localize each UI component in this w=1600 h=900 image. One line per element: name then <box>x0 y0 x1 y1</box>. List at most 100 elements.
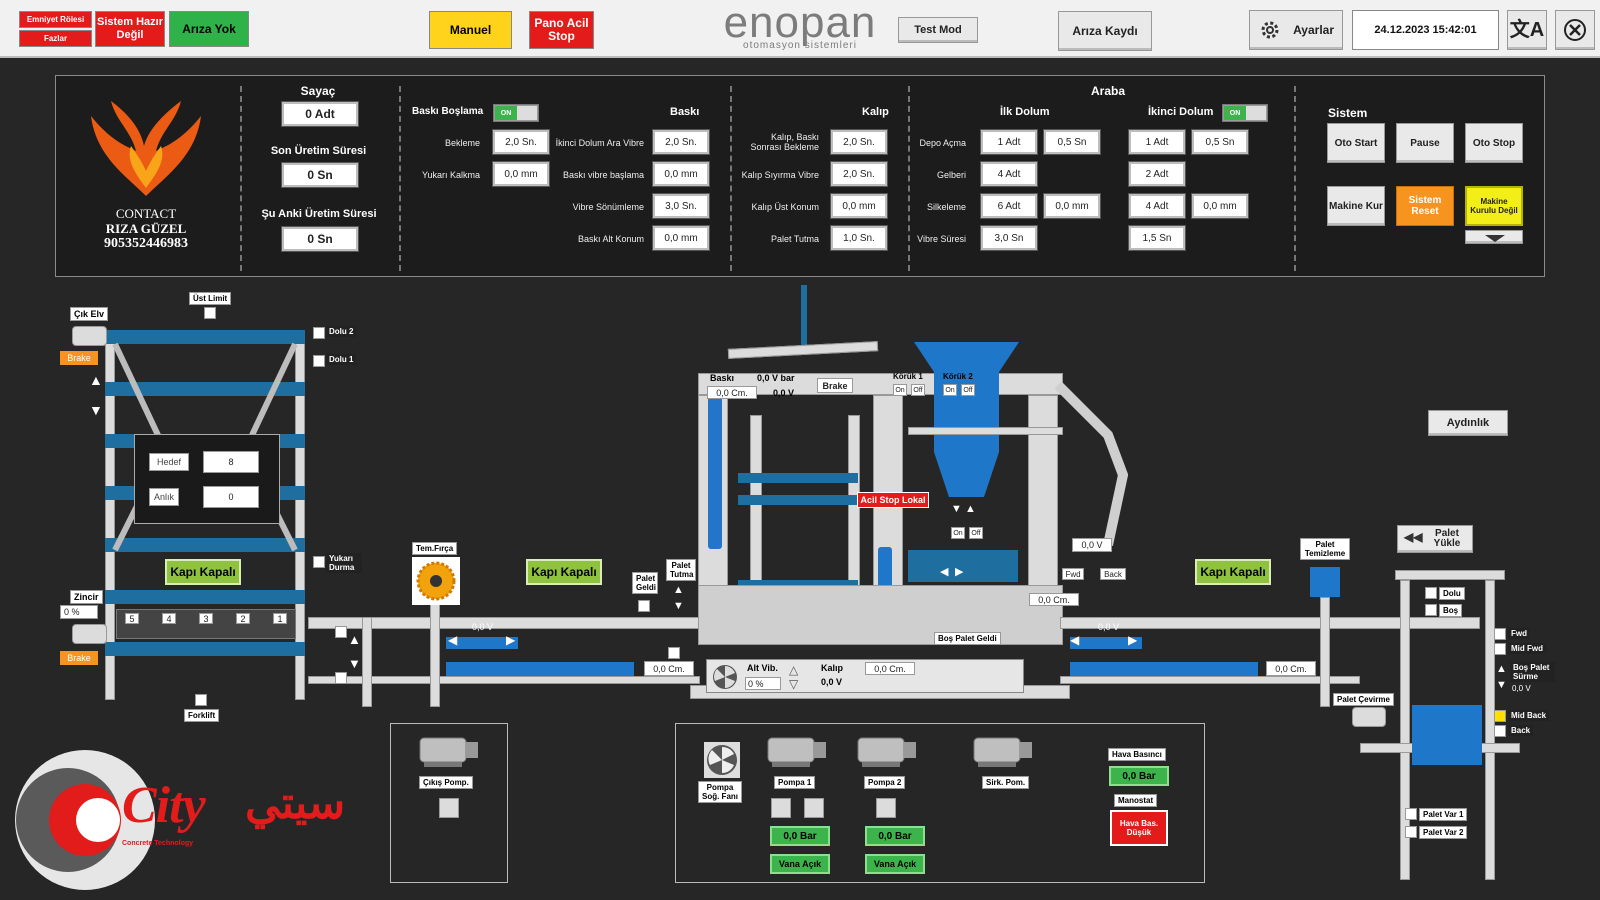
panel-divider <box>240 86 242 271</box>
city-logo: City سيتي Concrete Technology <box>10 748 350 893</box>
arm-voltage: 0,0 V <box>1072 538 1112 552</box>
vibre-sonumleme-input[interactable]: 3,0 Sn. <box>652 193 710 219</box>
depo-ikinci-sure[interactable]: 0,5 Sn <box>1191 129 1249 155</box>
yukari-kalkma-label: Yukarı Kalkma <box>421 170 480 180</box>
down-arrow-icon[interactable]: ▼ <box>673 600 684 612</box>
hava-basinci-bar: 0,0 Bar <box>1109 766 1169 786</box>
valve-icon <box>439 798 459 818</box>
right-arrow-icon[interactable]: ▶ <box>1128 633 1138 647</box>
baski-vibre-baslama-label: Baskı vibre başlama <box>562 170 644 180</box>
support-leg <box>1320 597 1330 707</box>
hedef-box: Hedef 8 Anlık 0 <box>134 434 280 524</box>
gelberi-ilk[interactable]: 4 Adt <box>980 161 1038 187</box>
down-arrow-icon[interactable]: ▼ <box>89 402 103 418</box>
ariza-kaydi-button[interactable]: Arıza Kaydı <box>1058 11 1152 51</box>
close-button[interactable] <box>1555 10 1595 50</box>
slot-3: 3 <box>199 613 213 624</box>
palet-yukle-button[interactable]: ◀◀ Palet Yükle <box>1397 525 1473 553</box>
test-mod-button[interactable]: Test Mod <box>898 17 978 43</box>
contact-title: CONTACT <box>115 206 177 221</box>
down-arrow-icon[interactable]: ▼ <box>348 656 361 671</box>
baski-alt-konum-input[interactable]: 0,0 mm <box>652 225 710 251</box>
ikinci-dolum-toggle[interactable]: ON <box>1222 104 1268 122</box>
hopper-off-button[interactable]: Off <box>969 527 983 539</box>
koruk2-label: Körük 2 <box>943 372 973 381</box>
valve-icon <box>771 798 791 818</box>
fan-icon <box>704 742 740 778</box>
yukari-kalkma-input[interactable]: 0,0 mm <box>492 161 550 187</box>
bekleme-input[interactable]: 2,0 Sn. <box>492 129 550 155</box>
palet-temizleme-unit <box>1310 567 1340 597</box>
mid-fwd-sensor <box>1494 643 1506 655</box>
gelberi-ikinci[interactable]: 2 Adt <box>1128 161 1186 187</box>
translate-icon: 文A <box>1509 18 1545 41</box>
mid-fwd-label: Mid Fwd <box>1508 643 1546 654</box>
depo-ilk-adet[interactable]: 1 Adt <box>980 129 1038 155</box>
manuel-mode-button[interactable]: Manuel <box>429 11 512 49</box>
left-arrow-icon[interactable]: ◀ <box>940 566 949 578</box>
oto-start-button[interactable]: Oto Start <box>1327 123 1385 163</box>
up-arrow-icon[interactable]: △ <box>789 663 799 677</box>
koruk2-off-button[interactable]: Off <box>961 384 975 396</box>
makine-kur-button[interactable]: Makine Kur <box>1327 186 1385 226</box>
silkeleme-ikinci-mm[interactable]: 0,0 mm <box>1191 193 1249 219</box>
language-button[interactable]: 文A <box>1507 10 1547 50</box>
sistem-reset-button[interactable]: Sistem Reset <box>1396 186 1454 226</box>
anlik-uretim-label: Şu Anki Üretim Süresi <box>261 208 377 220</box>
pano-acil-stop-indicator: Pano Acil Stop <box>529 11 594 49</box>
bos-palet-geldi-label: Boş Palet Geldi <box>934 632 1001 645</box>
vana1-indicator: Vana Açık <box>770 854 830 874</box>
silkeleme-ilk-mm[interactable]: 0,0 mm <box>1043 193 1101 219</box>
koruk1-off-button[interactable]: Off <box>911 384 925 396</box>
baski-bosalma-toggle[interactable]: ON <box>493 104 539 122</box>
silkeleme-label: Silkeleme <box>926 202 966 212</box>
silkeleme-ilk-adet[interactable]: 6 Adt <box>980 193 1038 219</box>
palet-var1-label: Palet Var 1 <box>1419 808 1468 821</box>
down-arrow-icon[interactable]: ▼ <box>1496 679 1507 691</box>
ikinci-dolum-vibre-input[interactable]: 2,0 Sn. <box>652 129 710 155</box>
koruk1-on-button[interactable]: On <box>893 384 907 396</box>
city-logo-arabic: سيتي <box>245 779 346 828</box>
aydinlik-button[interactable]: Aydınlık <box>1428 410 1508 436</box>
acil-stop-lokal-indicator: Acil Stop Lokal <box>857 492 929 508</box>
hedef-input[interactable]: 8 <box>203 451 259 473</box>
silkeleme-ikinci-adet[interactable]: 4 Adt <box>1128 193 1186 219</box>
hopper-on-button[interactable]: On <box>951 527 965 539</box>
left-arrow-icon[interactable]: ◀ <box>448 633 458 647</box>
up-arrow-icon[interactable]: ▲ <box>1496 663 1507 675</box>
up-arrow-icon[interactable]: ▲ <box>965 503 976 515</box>
oto-stop-button[interactable]: Oto Stop <box>1465 123 1523 163</box>
down-arrow-icon[interactable]: ▼ <box>951 503 962 515</box>
kalip-siyirma-input[interactable]: 2,0 Sn. <box>830 161 888 187</box>
depo-ilk-sure[interactable]: 0,5 Sn <box>1043 129 1101 155</box>
kalip-label: Kalıp <box>821 663 844 673</box>
down-arrow-icon[interactable]: ▽ <box>789 677 799 691</box>
zincir-percent: 0 % <box>60 605 98 619</box>
zincir-label: Zincir <box>70 590 103 604</box>
baski-vibre-baslama-input[interactable]: 0,0 mm <box>652 161 710 187</box>
kalip-ust-konum-input[interactable]: 0,0 mm <box>830 193 888 219</box>
sistem-header: Sistem <box>1328 106 1368 120</box>
koruk2-on-button[interactable]: On <box>943 384 957 396</box>
conveyor-right <box>1060 617 1480 629</box>
makine-kurulu-indicator: Makine Kurulu Değil <box>1465 186 1523 226</box>
palet-tutma-input[interactable]: 1,0 Sn. <box>830 225 888 251</box>
depo-ikinci-adet[interactable]: 1 Adt <box>1128 129 1186 155</box>
up-arrow-icon[interactable]: ▲ <box>89 372 103 388</box>
vibre-ilk[interactable]: 3,0 Sn <box>980 225 1038 251</box>
bos-palet-surme-label: Boş Palet Sürme <box>1510 662 1555 682</box>
rewind-icon: ◀◀ <box>1404 530 1423 544</box>
expand-dropdown-button[interactable] <box>1465 230 1523 244</box>
kalip-bekleme-input[interactable]: 2,0 Sn. <box>830 129 888 155</box>
left-arrow-icon[interactable]: ◀ <box>1070 633 1080 647</box>
vibre-ikinci[interactable]: 1,5 Sn <box>1128 225 1186 251</box>
contact-name: RIZA GÜZEL <box>105 221 187 236</box>
pause-button[interactable]: Pause <box>1396 123 1454 163</box>
conveyor-right-bottom <box>1060 676 1360 684</box>
right-arrow-icon[interactable]: ▶ <box>506 633 516 647</box>
ayarlar-button[interactable]: Ayarlar <box>1249 10 1343 50</box>
right-arrow-icon[interactable]: ▶ <box>955 566 964 578</box>
up-arrow-icon[interactable]: ▲ <box>673 584 684 596</box>
up-arrow-icon[interactable]: ▲ <box>348 632 361 647</box>
mid-back-sensor <box>1494 710 1506 722</box>
